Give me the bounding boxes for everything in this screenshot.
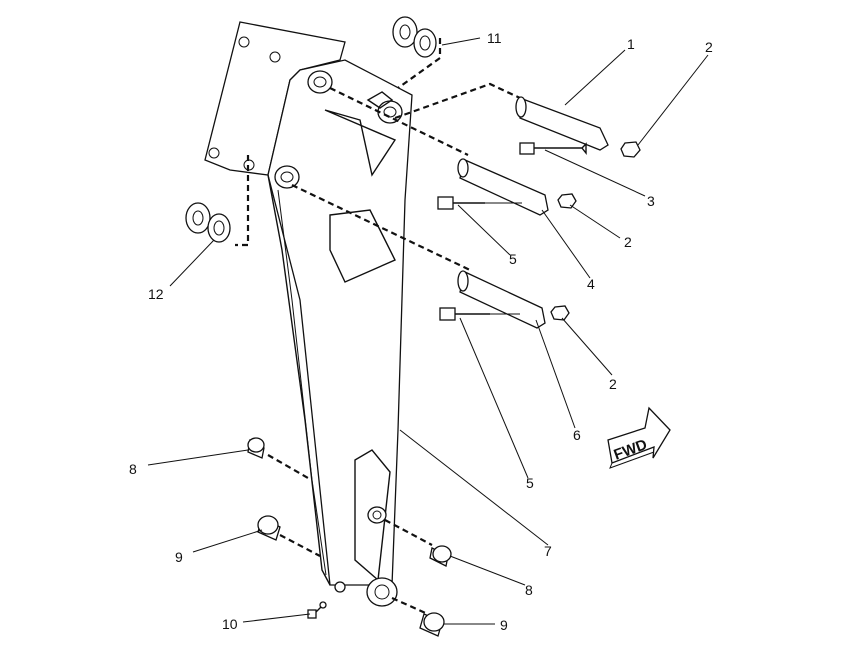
callout-8: 8 [129,461,137,477]
callout-8: 8 [525,582,533,598]
bushing-part-9-right [419,612,445,637]
callout-1: 1 [627,36,635,52]
callout-12: 12 [148,286,164,302]
assembly-guide-lines [235,38,521,617]
grease-fitting-part-10 [307,601,327,619]
nut-part-2-lower [550,305,570,321]
callout-9: 9 [500,617,508,633]
nut-part-2-middle [557,193,577,209]
bushing-part-8-right [429,545,452,567]
callout-5: 5 [509,251,517,267]
callout-2: 2 [609,376,617,392]
pin-part-1 [515,96,609,151]
pin-part-6 [457,270,546,329]
callout-4: 4 [587,276,595,292]
callout-7: 7 [544,543,552,559]
bolt-part-5-upper [437,196,522,210]
callout-5: 5 [526,475,534,491]
callout-labels: 1 2 2 2 3 4 5 5 6 7 8 8 9 9 10 11 12 [129,30,713,633]
pin-part-4 [457,158,549,216]
bushing-part-8-left [247,437,265,459]
forward-direction-arrow: FWD [607,406,671,469]
callout-2: 2 [624,234,632,250]
bolt-part-5-lower [439,307,520,321]
shim-part-11 [392,16,437,58]
nut-part-2-top [620,141,641,158]
callout-10: 10 [222,616,238,632]
callout-2: 2 [705,39,713,55]
stick-arm [204,21,413,607]
callout-3: 3 [647,193,655,209]
callout-9: 9 [175,549,183,565]
leader-lines [147,37,709,625]
bolt-part-3 [519,142,587,155]
shim-part-12 [185,202,231,243]
callout-6: 6 [573,427,581,443]
bushing-part-9-left [257,515,281,541]
callout-11: 11 [487,30,502,46]
